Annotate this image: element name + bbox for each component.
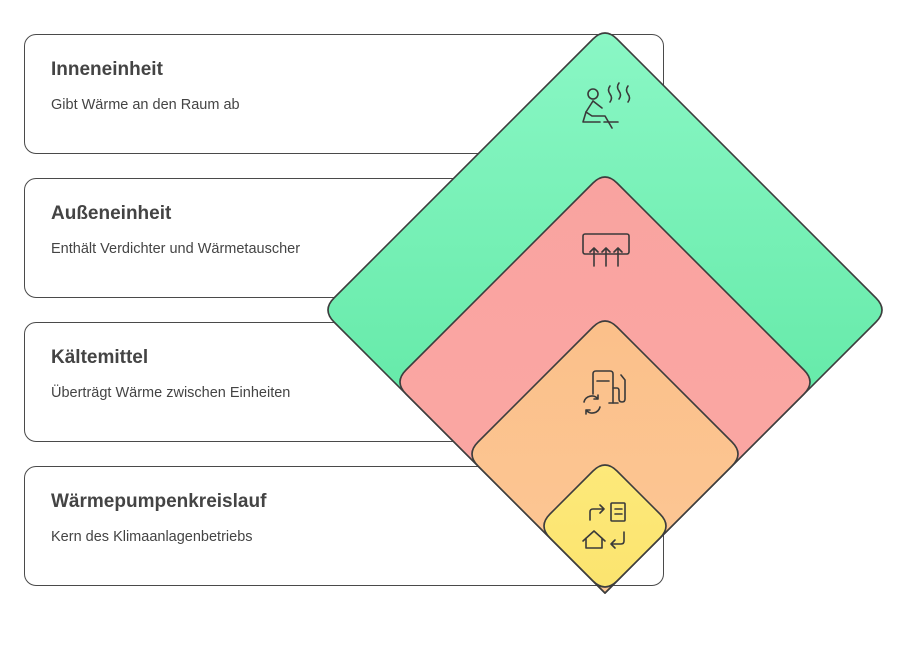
- layer-title: Außeneinheit: [51, 203, 172, 224]
- layer-description: Kern des Klimaanlagenbetriebs: [51, 529, 253, 545]
- diamond-layer-3: [471, 320, 739, 594]
- fuel-pump-icon: [583, 370, 626, 415]
- home-cycle-icon: [582, 502, 626, 549]
- diamond-layer-4: [543, 464, 667, 588]
- layer-title: Kältemittel: [51, 347, 149, 368]
- layer-description: Gibt Wärme an den Raum ab: [51, 97, 240, 113]
- layer-description: Überträgt Wärme zwischen Einheiten: [51, 385, 291, 401]
- heater-unit-icon: [582, 233, 630, 267]
- layer-description: Enthält Verdichter und Wärmetauscher: [51, 241, 301, 257]
- layer-title: Inneneinheit: [51, 59, 163, 80]
- person-heat-icon: [582, 82, 631, 129]
- layer-title: Wärmepumpenkreislauf: [51, 491, 267, 512]
